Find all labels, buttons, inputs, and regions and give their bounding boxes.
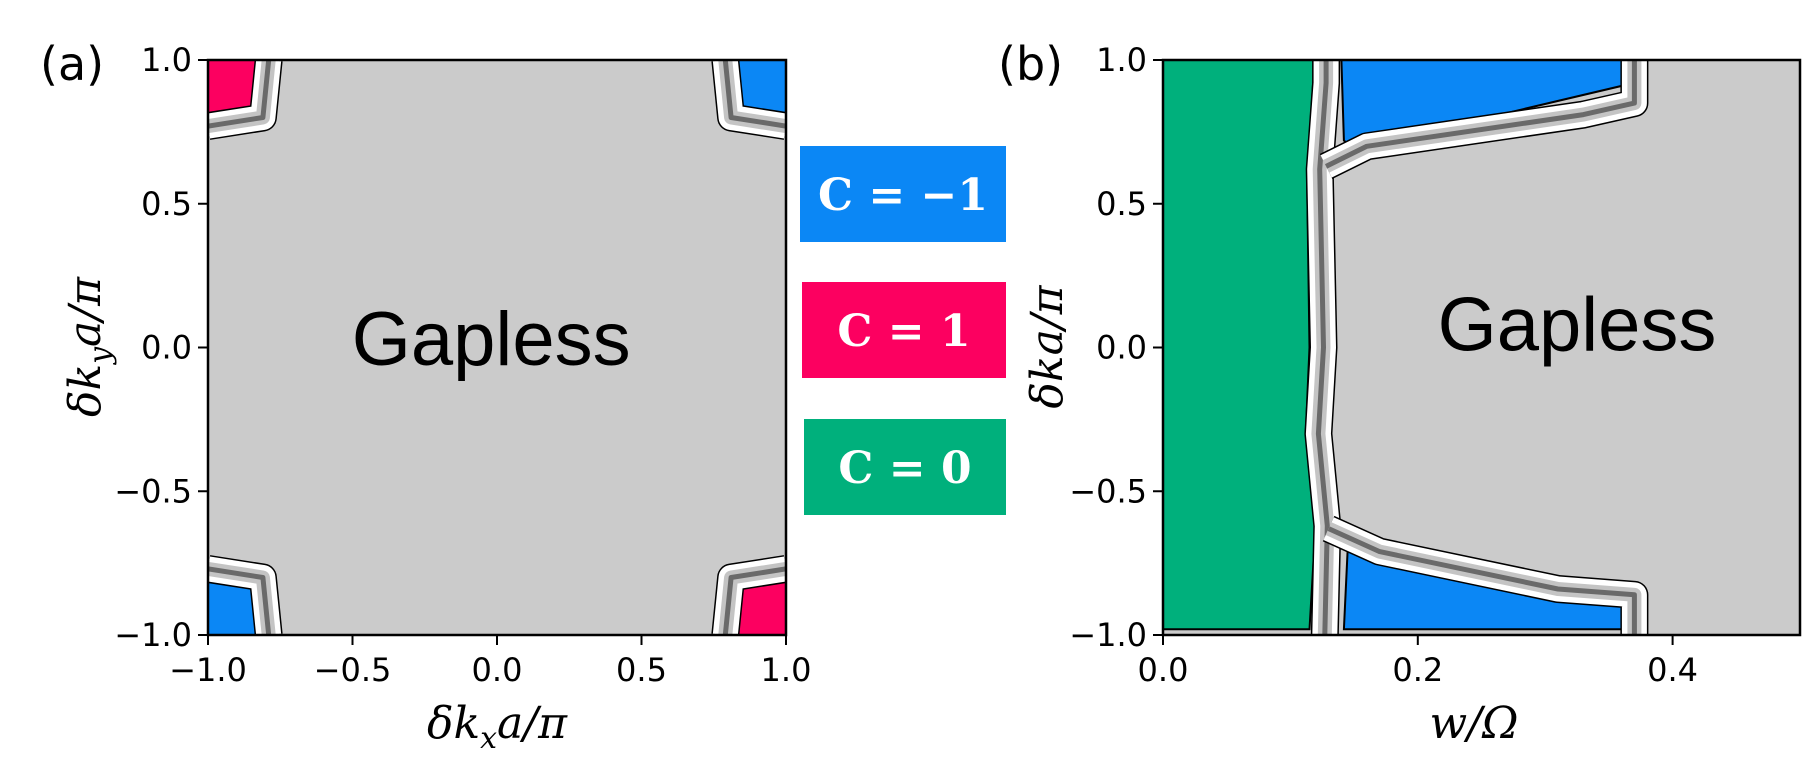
boundary-core xyxy=(722,566,786,635)
legend: C = −1 C = 1 C = 0 xyxy=(800,146,1006,515)
x-tick-label: 0.5 xyxy=(616,651,667,689)
x-tick-label: 0.0 xyxy=(1138,651,1189,689)
annotation-gapless-a: Gapless xyxy=(352,297,631,382)
legend-swatch-c-zero xyxy=(804,419,1006,515)
y-tick-label: −1.0 xyxy=(1069,616,1147,654)
panel-label-a: (a) xyxy=(40,37,104,91)
y-tick-label: 0.0 xyxy=(1096,329,1147,367)
y-tick-label: −0.5 xyxy=(1069,472,1147,510)
x-axis-label-b: w/Ω xyxy=(1430,698,1519,749)
x-tick-label: 0.2 xyxy=(1392,651,1443,689)
phase-boundaries-a xyxy=(208,60,786,635)
boundary-core xyxy=(208,60,272,129)
boundary-core xyxy=(1327,526,1637,635)
y-axis-label-a: δkya/π xyxy=(60,276,118,417)
y-tick-label: 1.0 xyxy=(1096,41,1147,79)
legend-swatch-c-plus-1 xyxy=(802,282,1006,378)
y-tick-label: 0.5 xyxy=(1096,185,1147,223)
boundary-core xyxy=(722,60,786,129)
x-tick-label: 0.0 xyxy=(472,651,523,689)
y-tick-label: 1.0 xyxy=(141,41,192,79)
annotation-gapless-b: Gapless xyxy=(1438,282,1717,367)
legend-swatch-c-minus-1 xyxy=(800,146,1006,242)
x-tick-label: 0.4 xyxy=(1647,651,1698,689)
boundary-core xyxy=(1315,60,1330,635)
gapless-region-a xyxy=(208,60,786,635)
legend-label-c-plus-1: C = 1 xyxy=(837,306,970,357)
x-tick-label: −1.0 xyxy=(169,651,247,689)
legend-label-c-zero: C = 0 xyxy=(838,443,971,494)
x-tick-label: 1.0 xyxy=(761,651,812,689)
phase-region-c-zero xyxy=(1163,60,1317,631)
boundary-core xyxy=(1324,60,1637,169)
y-tick-label: 0.0 xyxy=(141,329,192,367)
x-tick-label: −0.5 xyxy=(314,651,392,689)
y-tick-label: −1.0 xyxy=(114,616,192,654)
x-axis-label-a: δkxa/π xyxy=(427,698,568,756)
phase-boundaries-b xyxy=(1304,60,1649,635)
ticks-b: 0.0 0.2 0.4 −1.0 −0.5 0.0 0.5 1.0 xyxy=(1069,41,1698,689)
panel-label-b: (b) xyxy=(998,37,1063,91)
ticks-a: −1.0 −0.5 0.0 0.5 1.0 −1.0 −0.5 0.0 0.5 1.0 xyxy=(114,41,811,689)
boundary-core xyxy=(208,566,272,635)
legend-label-c-minus-1: C = −1 xyxy=(818,170,988,221)
y-axis-label-b: δka/π xyxy=(1022,284,1073,408)
y-tick-label: 0.5 xyxy=(141,185,192,223)
panel-a: −1.0 −0.5 0.0 0.5 1.0 −1.0 −0.5 0.0 0.5 1.0 Gaple… xyxy=(40,37,811,756)
panel-b: 0.0 0.2 0.4 −1.0 −0.5 0.0 0.5 1.0 Gapless (b) w… xyxy=(998,37,1802,749)
y-tick-label: −0.5 xyxy=(114,472,192,510)
phase-regions-b xyxy=(1163,60,1623,631)
